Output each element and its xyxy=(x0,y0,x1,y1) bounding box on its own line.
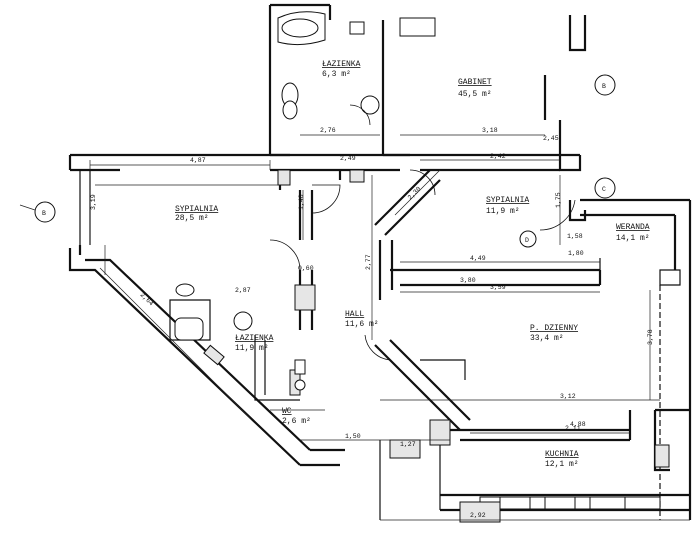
dim-label: 2,42 xyxy=(490,153,506,160)
dim-label: 2,92 xyxy=(470,512,486,519)
room-area-sypialnia-2: 11,9 m² xyxy=(486,207,520,216)
dim-label: 0,60 xyxy=(298,265,314,272)
room-name-sypialnia: SYPIALNIA xyxy=(175,205,218,214)
dim-label: 1,48 xyxy=(298,194,305,210)
dim-label: 3,18 xyxy=(482,127,498,134)
room-name-kuchnia: KUCHNIA xyxy=(545,450,579,459)
room-labels: GABINET 45,5 m² SYPIALNIA 28,5 m² SYPIAL… xyxy=(175,60,650,469)
room-name-sypialnia-2: SYPIALNIA xyxy=(486,196,529,205)
room-area-hall: 11,6 m² xyxy=(345,320,379,329)
dim-label: 4,88 xyxy=(570,421,586,428)
dim-label: 2,87 xyxy=(235,287,251,294)
dim-label: 4,49 xyxy=(470,255,486,262)
room-area-kuchnia: 12,1 m² xyxy=(545,460,579,469)
room-area-weranda: 14,1 m² xyxy=(616,234,650,243)
axis-marker-left xyxy=(34,201,56,223)
room-area-gabinet: 45,5 m² xyxy=(458,90,492,99)
axis-label-right-top: B xyxy=(602,83,606,90)
doors xyxy=(269,104,576,361)
room-name-hall: HALL xyxy=(345,310,364,319)
dim-label: 2,49 xyxy=(340,155,356,162)
axis-label-weranda: D xyxy=(525,237,529,244)
room-area-lazienka-2: 11,9 m² xyxy=(235,344,269,353)
room-name-lazienka-2: ŁAZIENKA xyxy=(235,334,274,343)
room-name-weranda: WERANDA xyxy=(616,223,650,232)
dim-label: 1,75 xyxy=(555,192,562,208)
dim-label: 3,12 xyxy=(560,393,576,400)
dim-label: 2,76 xyxy=(320,127,336,134)
axis-marker-weranda xyxy=(519,230,537,248)
axis-marker-right-top xyxy=(594,74,616,96)
room-area-wc: 2,6 m² xyxy=(282,417,311,426)
dim-label: 1,58 xyxy=(567,233,583,240)
room-name-lazienka-1: ŁAZIENKA xyxy=(322,60,361,69)
fixtures xyxy=(174,11,670,523)
room-area-sypialnia: 28,5 m² xyxy=(175,214,209,223)
dim-label: 1,80 xyxy=(568,250,584,257)
dim-label: 1,27 xyxy=(400,441,416,448)
room-name-gabinet: GABINET xyxy=(458,78,492,87)
dim-label: 2,77 xyxy=(365,254,372,270)
axis-marker-mid xyxy=(594,177,616,199)
dim-label: 4,87 xyxy=(190,157,206,164)
room-area-lazienka-1: 6,3 m² xyxy=(322,70,351,79)
dim-label: 1,50 xyxy=(345,433,361,440)
dim-label: 3,19 xyxy=(90,194,97,210)
axis-markers: B B C D xyxy=(19,74,616,248)
room-area-pokoj-dzienny: 33,4 m² xyxy=(530,334,564,343)
dim-label: 2,45 xyxy=(543,135,559,142)
dim-label: 3,59 xyxy=(490,284,506,291)
room-name-wc: WC xyxy=(282,407,292,416)
room-name-pokoj-dzienny: P. DZIENNY xyxy=(530,324,578,333)
dimension-lines xyxy=(89,134,690,521)
dim-label: 3,80 xyxy=(460,277,476,284)
dim-label: 2,64 xyxy=(139,291,155,307)
axis-label-mid: C xyxy=(602,186,606,193)
axis-label-left: B xyxy=(42,210,46,217)
dim-label: 2,11 xyxy=(565,425,581,432)
dim-label: 3,78 xyxy=(647,329,654,345)
